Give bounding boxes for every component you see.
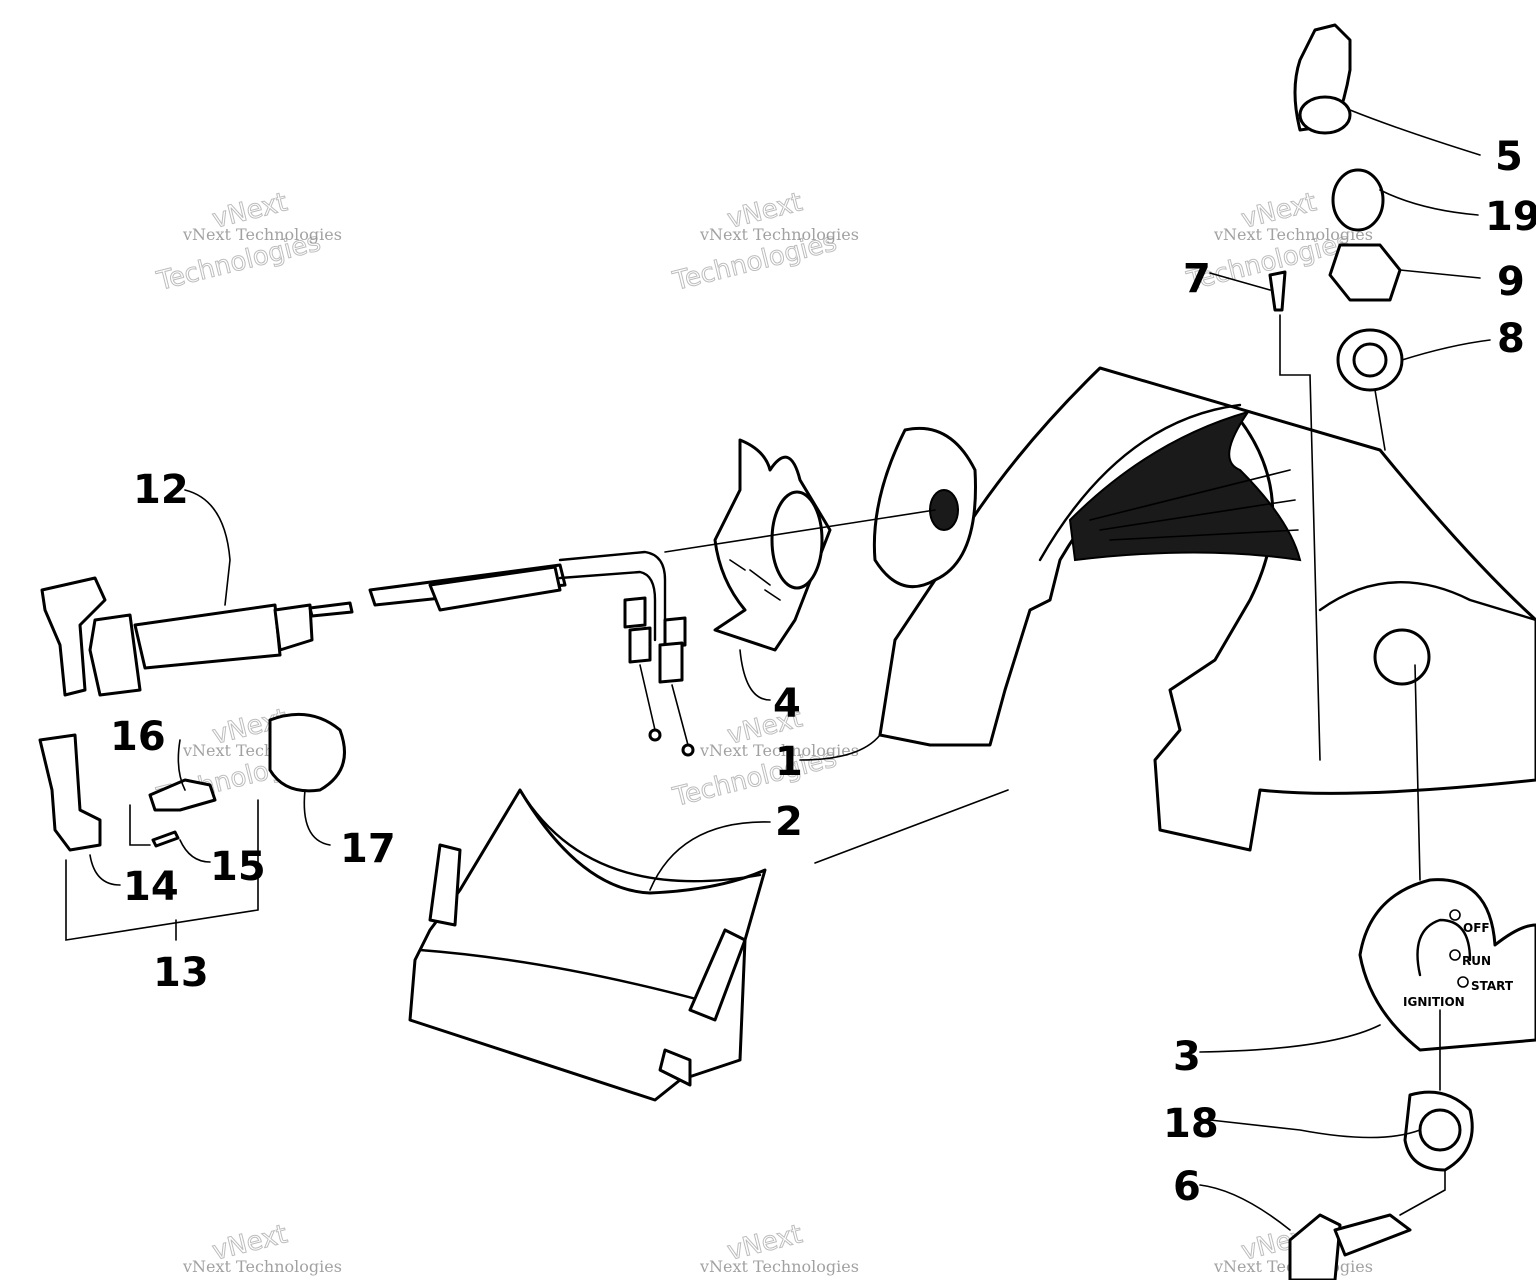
watermark-top-left: vNext Technologies vNext Technologies <box>153 187 342 298</box>
throttle-handle-part <box>40 550 695 757</box>
callout-19: 19 <box>1485 194 1536 240</box>
decal-part <box>713 438 832 652</box>
callout-14: 14 <box>123 864 179 910</box>
lever-part-14 <box>38 712 346 852</box>
switch-label-ignition: IGNITION <box>1403 995 1465 1009</box>
callout-18: 18 <box>1163 1101 1219 1147</box>
switch-stack-part <box>1268 23 1404 392</box>
callout-13: 13 <box>153 950 209 996</box>
front-cover-part <box>408 788 767 1102</box>
ignition-hole <box>1373 628 1431 686</box>
callout-4: 4 <box>773 681 801 727</box>
callout-5: 5 <box>1495 134 1523 180</box>
watermark-text: vNext Technologies <box>699 1257 859 1276</box>
watermark-text: vNext Technologies <box>182 1257 342 1276</box>
callout-16: 16 <box>110 714 166 760</box>
watermark-text: vNext Technologies <box>182 225 342 244</box>
watermark-text: vNext Technologies <box>1213 225 1373 244</box>
callout-15: 15 <box>210 844 266 890</box>
main-housing-part <box>872 366 1536 852</box>
callout-3: 3 <box>1173 1034 1201 1080</box>
callout-12: 12 <box>133 467 189 513</box>
callout-17: 17 <box>340 826 396 872</box>
callout-2: 2 <box>775 799 803 845</box>
ignition-plate-part: OFF RUN START IGNITION <box>1358 878 1536 1052</box>
watermark-text: vNext Technologies <box>699 741 859 760</box>
switch-label-run: RUN <box>1462 954 1491 968</box>
watermark-bottom-center: vNext Technologies vNext <box>699 1219 859 1276</box>
callout-8: 8 <box>1497 316 1525 362</box>
switch-label-off: OFF <box>1463 921 1490 935</box>
leader-lines <box>65 109 1491 1231</box>
callout-1: 1 <box>775 739 803 785</box>
key-part <box>1288 1090 1474 1280</box>
callout-7: 7 <box>1183 256 1211 302</box>
switch-label-start: START <box>1471 979 1514 993</box>
watermark-top-center: vNext Technologies vNext Technologies <box>669 187 859 298</box>
watermark-text: vNext Technologies <box>699 225 859 244</box>
watermark-bottom-left: vNext Technologies vNext <box>182 1219 342 1276</box>
callout-9: 9 <box>1497 259 1525 305</box>
callout-numbers: 1 2 3 4 5 6 7 8 9 12 13 14 15 16 17 18 1… <box>110 134 1536 1210</box>
callout-6: 6 <box>1173 1164 1201 1210</box>
